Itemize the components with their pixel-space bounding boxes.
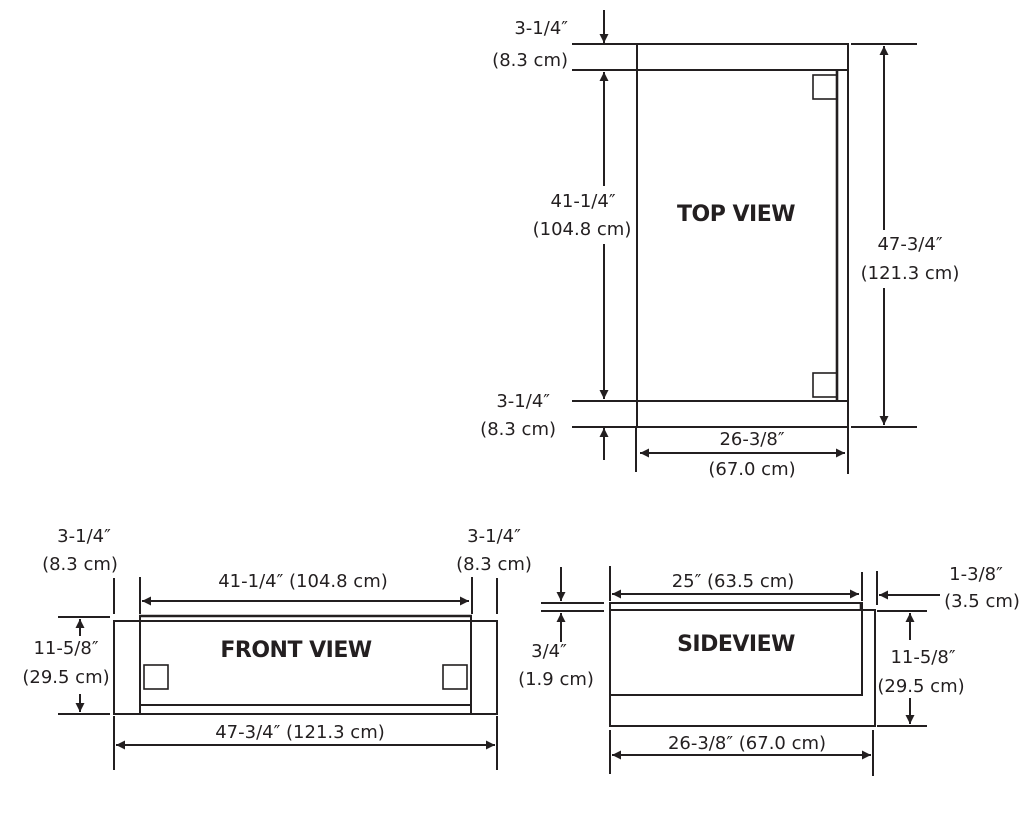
bottom-margin-cm: (8.3 cm)	[480, 419, 556, 440]
front-height-in: 11-5/8″	[33, 638, 98, 659]
inner-length-cm: (104.8 cm)	[533, 219, 632, 240]
top-view-mount-square-bottom	[812, 372, 838, 398]
front-overall-length: 47-3/4″ (121.3 cm)	[215, 722, 385, 743]
top-view: TOP VIEW 3-1/4″ (8.3 cm) 41-1/4″ (104.8 …	[480, 10, 959, 480]
overall-length-cm: (121.3 cm)	[861, 263, 960, 284]
inner-length-in: 41-1/4″	[550, 191, 615, 212]
side-height-in: 11-5/8″	[890, 647, 955, 668]
side-slab-cm: (1.9 cm)	[518, 669, 594, 690]
side-overhang-cm: (3.5 cm)	[944, 591, 1020, 612]
side-view-outer-outline	[609, 609, 876, 727]
side-height-cm: (29.5 cm)	[877, 676, 964, 697]
front-view: FRONT VIEW 3-1/4″ (8.3 cm) 3-1/4″ (8.3 c…	[22, 526, 532, 770]
front-height-cm: (29.5 cm)	[22, 667, 109, 688]
front-right-margin-cm: (8.3 cm)	[456, 554, 532, 575]
side-top-depth: 25″ (63.5 cm)	[672, 571, 795, 592]
side-view-inner-outline	[609, 602, 863, 696]
width-cm: (67.0 cm)	[708, 459, 795, 480]
top-view-mount-square-top	[812, 74, 838, 100]
overall-length-in: 47-3/4″	[877, 234, 942, 255]
front-view-outer-outline	[113, 620, 498, 715]
front-left-margin-cm: (8.3 cm)	[42, 554, 118, 575]
side-view: SIDEVIEW 25″ (63.5 cm) 1-3/8″ (3.5 cm) 3…	[518, 564, 1020, 776]
bottom-margin-in: 3-1/4″	[496, 391, 550, 412]
top-view-outer-outline	[636, 43, 849, 428]
side-view-title: SIDEVIEW	[677, 632, 795, 657]
side-overall-depth: 26-3/8″ (67.0 cm)	[668, 733, 826, 754]
top-margin-in: 3-1/4″	[514, 18, 568, 39]
top-margin-cm: (8.3 cm)	[492, 50, 568, 71]
top-view-title: TOP VIEW	[677, 202, 795, 227]
side-slab-in: 3/4″	[531, 641, 567, 662]
side-overhang-in: 1-3/8″	[949, 564, 1003, 585]
front-left-margin-in: 3-1/4″	[57, 526, 111, 547]
front-view-mount-square-left	[143, 664, 169, 690]
front-inner-length: 41-1/4″ (104.8 cm)	[218, 571, 388, 592]
front-view-title: FRONT VIEW	[220, 638, 371, 663]
front-right-margin-in: 3-1/4″	[467, 526, 521, 547]
front-view-mount-square-right	[442, 664, 468, 690]
width-in: 26-3/8″	[719, 429, 784, 450]
